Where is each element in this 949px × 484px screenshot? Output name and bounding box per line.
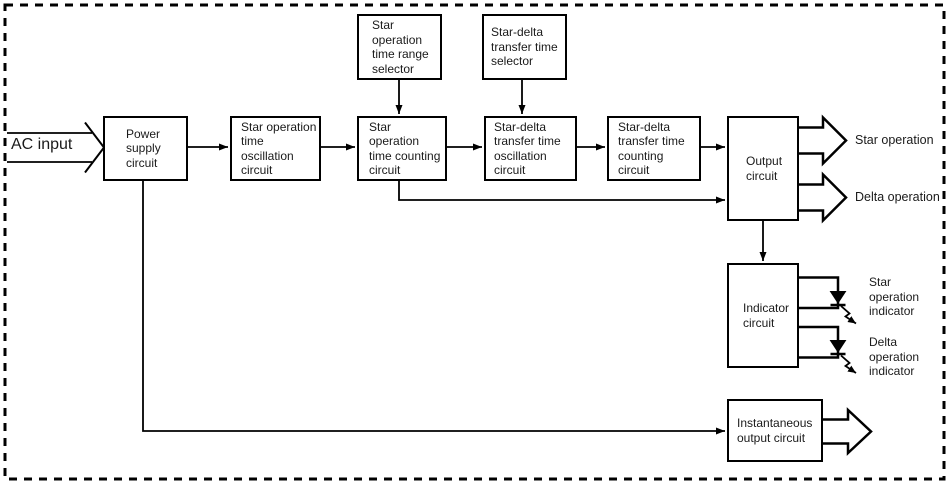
conn-star-count-to-output-lower	[398, 181, 725, 204]
star-delta-transfer-time-selector-box: Star-delta transfer time selector	[482, 14, 567, 80]
star-delta-transfer-time-counting-circuit-label: Star-delta transfer time counting circui…	[618, 119, 685, 178]
dashed-border	[3, 3, 946, 481]
delta-operation-led	[799, 325, 857, 374]
star-operation-output-arrow	[799, 114, 848, 167]
star-delta-transfer-time-oscillation-circuit-label: Star-delta transfer time oscillation cir…	[494, 119, 561, 178]
star-operation-time-counting-circuit-box: Star operation time counting circuit	[357, 116, 447, 181]
star-delta-transfer-time-counting-circuit-box: Star-delta transfer time counting circui…	[607, 116, 701, 181]
power-supply-circuit-label: Power supply circuit	[126, 126, 161, 170]
star-led-light-arrow	[840, 305, 857, 325]
delta-led-light-arrow	[840, 354, 857, 374]
star-operation-time-range-selector-box: Star operation time range selector	[357, 14, 442, 80]
instantaneous-output-circuit-box: Instantaneous output circuit	[727, 399, 823, 462]
star-delta-transfer-time-oscillation-circuit-box: Star-delta transfer time oscillation cir…	[484, 116, 577, 181]
instantaneous-output-arrow	[823, 407, 873, 456]
star-operation-indicator-label: Star operation indicator	[869, 275, 920, 318]
delta-operation-label: Delta operation	[855, 190, 940, 204]
indicator-circuit-label: Indicator circuit	[743, 301, 790, 330]
output-circuit-box: Output circuit	[727, 116, 799, 221]
star-operation-label: Star operation	[855, 133, 934, 147]
output-circuit-label: Output circuit	[746, 154, 783, 183]
power-supply-circuit-box: Power supply circuit	[103, 116, 188, 181]
star-operation-time-counting-circuit-label: Star operation time counting circuit	[369, 119, 441, 178]
star-delta-transfer-time-selector-label: Star-delta transfer time selector	[491, 25, 558, 69]
star-operation-time-oscillation-circuit-box: Star operation time oscillation circuit	[230, 116, 321, 181]
star-operation-time-oscillation-circuit-label: Star operation time oscillation circuit	[241, 119, 317, 178]
ac-input-label: AC input	[11, 136, 73, 153]
delta-operation-indicator-label: Delta operation indicator	[869, 335, 920, 378]
delta-operation-output-arrow	[799, 171, 848, 224]
conn-power-to-instantaneous	[142, 181, 725, 435]
star-operation-time-range-selector-label: Star operation time range selector	[372, 18, 429, 76]
instantaneous-output-circuit-label: Instantaneous output circuit	[737, 416, 813, 445]
star-operation-led	[799, 276, 857, 325]
indicator-circuit-box: Indicator circuit	[727, 263, 799, 368]
